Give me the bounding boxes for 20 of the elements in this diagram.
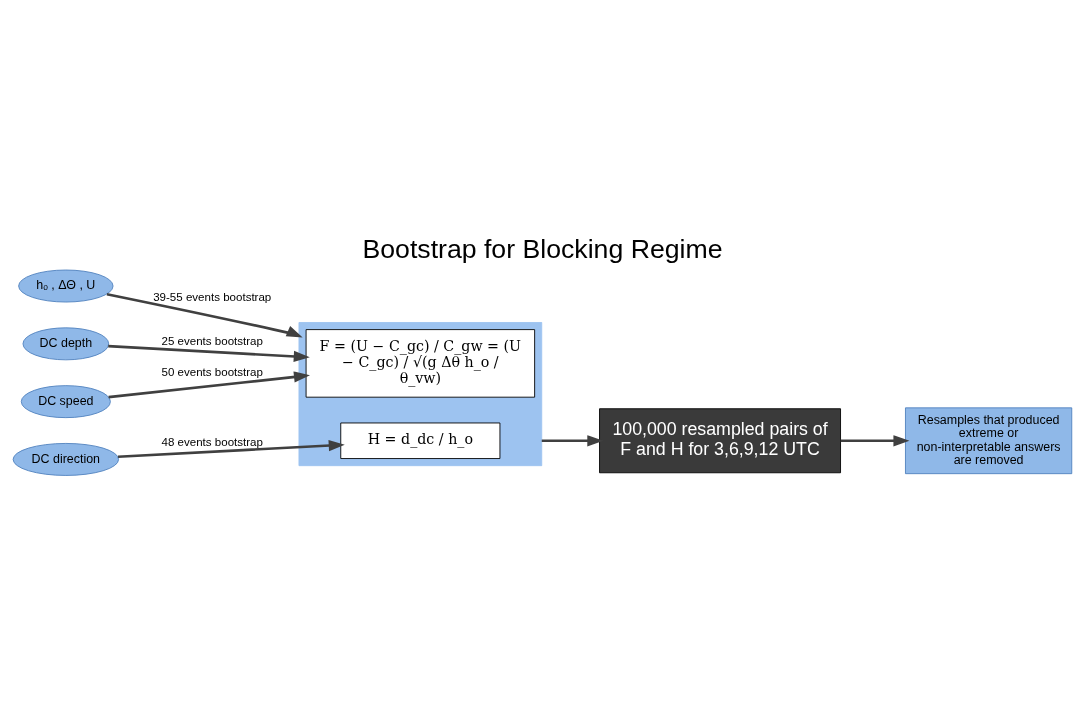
node-ellipse: DC speed (20, 384, 111, 418)
node-box: Resamples that produced extreme or non-interpretable answers are removed (905, 406, 1073, 474)
node-ellipse: DC depth (22, 326, 110, 360)
edge-label: 25 events bootstrap (161, 334, 263, 347)
node-box: H = d_dc / h_o (340, 422, 501, 459)
arrow (106, 292, 303, 337)
node-box: 100,000 resampled pairs of F and H for 3,6,9,12 UTC (599, 407, 841, 473)
node-ellipse: hₒ , ΔΘ , U (18, 269, 114, 302)
edge-label: 50 events bootstrap (161, 365, 263, 378)
arrow (840, 434, 910, 446)
edge-label: 39-55 events bootstrap (153, 290, 272, 303)
edge-label: 48 events bootstrap (161, 435, 263, 448)
arrow (117, 439, 345, 458)
arrow (541, 434, 604, 446)
node-ellipse: DC direction (12, 442, 119, 476)
cluster (298, 321, 543, 466)
node-box: F = (U − C_gc) / C_gw = (U − C_gc) / √(g Δθ h_o / θ_vw) (305, 328, 536, 398)
arrow (108, 344, 310, 362)
arrow (108, 370, 310, 398)
diagram-title: Bootstrap for Blocking Regime (362, 233, 723, 264)
